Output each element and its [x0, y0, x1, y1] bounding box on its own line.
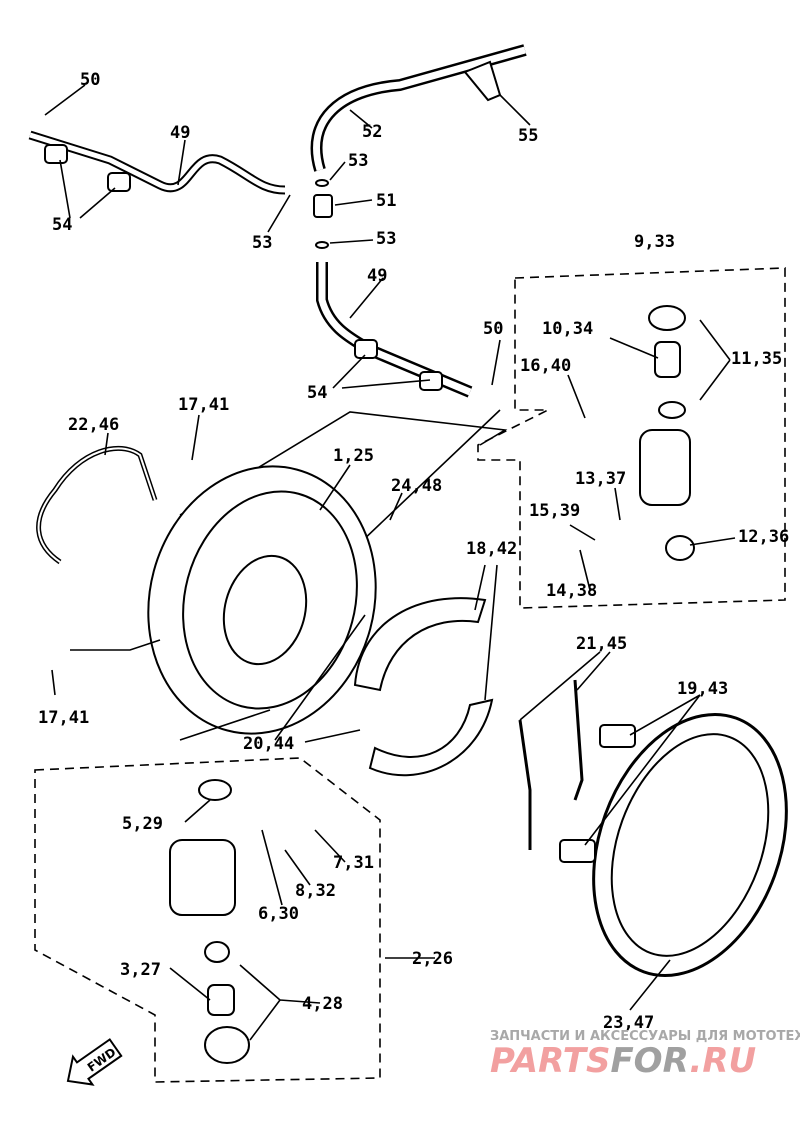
- backplate-hub: [222, 554, 308, 666]
- callout-label: 17,41: [178, 395, 229, 415]
- clip-53: [315, 179, 329, 187]
- callout-label: 17,41: [38, 708, 89, 728]
- callout-label: 14,38: [546, 581, 597, 601]
- watermark-brand-parts: PARTS: [490, 1041, 610, 1081]
- brake-cable-22-46: [36, 445, 158, 565]
- callout-label: 6,30: [258, 904, 299, 924]
- callout-label: 2,26: [412, 949, 453, 969]
- callout-label: 54: [52, 215, 72, 235]
- callout-label: 12,36: [738, 527, 789, 547]
- callout-label: 53: [376, 229, 396, 249]
- callout-label: 5,29: [122, 814, 163, 834]
- callout-label: 18,42: [466, 539, 517, 559]
- callout-label: 52: [362, 122, 382, 142]
- cup-11-35: [658, 401, 686, 419]
- watermark-logo: PARTSFOR.RU: [490, 1041, 756, 1081]
- cup-4-28: [204, 1026, 250, 1064]
- callout-label: 10,34: [542, 319, 593, 339]
- callout-label: 7,31: [333, 853, 374, 873]
- callout-label: 3,27: [120, 960, 161, 980]
- bleeder-12-36: [665, 535, 695, 561]
- clip-53: [315, 241, 329, 249]
- hose-49-center: [316, 262, 473, 398]
- callout-label: 49: [367, 266, 387, 286]
- callout-label: 22,46: [68, 415, 119, 435]
- joint-51: [313, 194, 333, 218]
- clamp-54: [44, 144, 68, 164]
- callout-label: 15,39: [529, 501, 580, 521]
- callout-label: 49: [170, 123, 190, 143]
- group-box-9-33: [477, 267, 786, 609]
- callout-label: 53: [252, 233, 272, 253]
- lining-19-43: [559, 839, 596, 863]
- callout-label: 21,45: [576, 634, 627, 654]
- callout-label: 51: [376, 191, 396, 211]
- callout-label: 13,37: [575, 469, 626, 489]
- brake-drum-inner: [610, 733, 770, 957]
- callout-label: 1,25: [333, 446, 374, 466]
- watermark-tagline: ЗАПЧАСТИ И АКСЕССУАРЫ ДЛЯ МОТОТЕХНИКИ: [490, 1029, 800, 1044]
- callout-label: 16,40: [520, 356, 571, 376]
- brake-shoe-lower: [368, 698, 494, 777]
- callout-label: 55: [518, 126, 538, 146]
- callout-label: 9,33: [634, 232, 675, 252]
- callout-label: 53: [348, 151, 368, 171]
- callout-label: 50: [80, 70, 100, 90]
- piston-3-27: [207, 984, 235, 1016]
- cap-11-35: [648, 305, 686, 331]
- wheel-cylinder-2-26: [169, 839, 236, 916]
- callout-label: 24,48: [391, 476, 442, 496]
- lining-19-43: [599, 724, 636, 748]
- leader-lines: [44, 84, 736, 1041]
- group-box-2-26: [34, 757, 381, 1083]
- callout-label: 50: [483, 319, 503, 339]
- callout-label: 8,32: [295, 881, 336, 901]
- piston-10-34: [654, 341, 681, 378]
- callout-label: 4,28: [302, 994, 343, 1014]
- cap-5-29: [198, 779, 232, 801]
- callout-label: 19,43: [677, 679, 728, 699]
- callout-label: 23,47: [603, 1013, 654, 1033]
- callout-label: 11,35: [731, 349, 782, 369]
- watermark-brand-for: FOR: [610, 1041, 689, 1081]
- cup-4-28: [204, 941, 230, 963]
- spring-21-45: [518, 679, 584, 850]
- clamp-54: [107, 172, 131, 192]
- callout-label: 20,44: [243, 734, 294, 754]
- brake-shoe-upper: [353, 597, 487, 692]
- wheel-cylinder: [639, 429, 691, 506]
- clamp-54: [354, 339, 378, 359]
- fwd-arrow-icon: FWD: [66, 1038, 123, 1086]
- callout-label: 54: [307, 383, 327, 403]
- watermark-brand-ru: .RU: [689, 1041, 756, 1081]
